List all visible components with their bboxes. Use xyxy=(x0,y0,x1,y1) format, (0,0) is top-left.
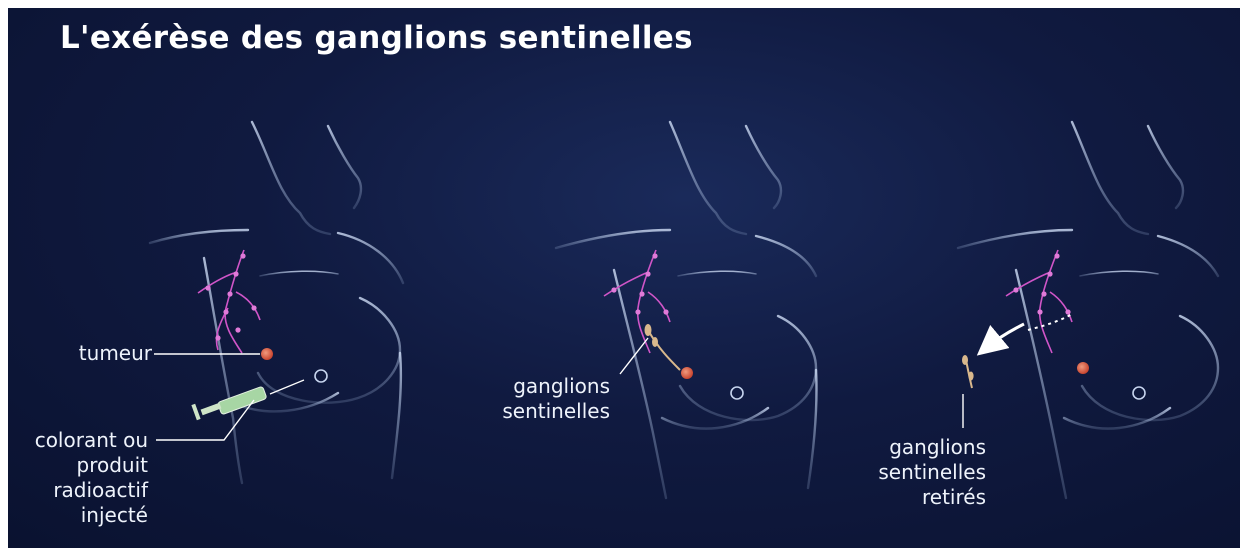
figure-2 xyxy=(556,122,817,498)
breast-outline xyxy=(258,298,400,403)
shoulder-outline xyxy=(958,230,1072,248)
label-injection: colorant ou produit radioactif injecté xyxy=(35,428,148,528)
clavicle xyxy=(1080,271,1158,276)
sentinel-duct xyxy=(648,330,680,370)
syringe-icon xyxy=(191,380,304,420)
figure-1 xyxy=(150,122,403,483)
illustration xyxy=(8,8,1240,548)
tumor-3 xyxy=(1077,362,1089,374)
breast-outline xyxy=(680,316,816,420)
sentinelles-leader-line xyxy=(620,338,648,374)
lymph-nodes-2 xyxy=(611,253,668,314)
diagram-panel: L'exérèse des ganglions sentinelles tume… xyxy=(8,8,1240,548)
shoulder-outline xyxy=(338,233,403,283)
clavicle xyxy=(678,271,756,276)
excision-dotted-line xyxy=(1028,314,1072,330)
breast-outline xyxy=(662,408,768,429)
shoulder-outline xyxy=(1158,236,1218,276)
breast-outline xyxy=(1064,408,1170,429)
neck-outline xyxy=(1148,126,1183,208)
tumor-1 xyxy=(261,348,273,360)
lymph-network-2 xyxy=(604,250,670,353)
lymph-nodes-3 xyxy=(1013,253,1070,314)
neck-outline xyxy=(1072,122,1148,234)
nipple-icon xyxy=(1133,387,1145,399)
tumor-2 xyxy=(681,367,693,379)
removed-node-icon xyxy=(962,355,974,388)
neck-outline xyxy=(252,122,330,234)
figure-3 xyxy=(958,122,1218,498)
diagram-title: L'exérèse des ganglions sentinelles xyxy=(60,20,693,56)
torso-outline xyxy=(614,270,666,498)
lymph-network-3 xyxy=(1006,250,1072,353)
label-tumeur: tumeur xyxy=(79,341,152,366)
shoulder-outline xyxy=(556,230,670,248)
removal-arrow-icon xyxy=(986,324,1024,348)
neck-outline xyxy=(328,126,361,208)
nipple-icon xyxy=(315,370,327,382)
nipple-icon xyxy=(731,387,743,399)
label-ganglions-retires: ganglions sentinelles retirés xyxy=(878,435,986,510)
label-ganglions-sentinelles: ganglions sentinelles xyxy=(502,374,610,424)
neck-outline xyxy=(670,122,746,234)
neck-outline xyxy=(746,126,781,208)
lymph-network-1 xyxy=(198,250,260,353)
lymph-nodes-1 xyxy=(205,253,256,340)
shoulder-outline xyxy=(756,236,816,276)
clavicle xyxy=(260,271,338,276)
breast-outline xyxy=(1082,316,1218,420)
shoulder-outline xyxy=(150,230,248,243)
